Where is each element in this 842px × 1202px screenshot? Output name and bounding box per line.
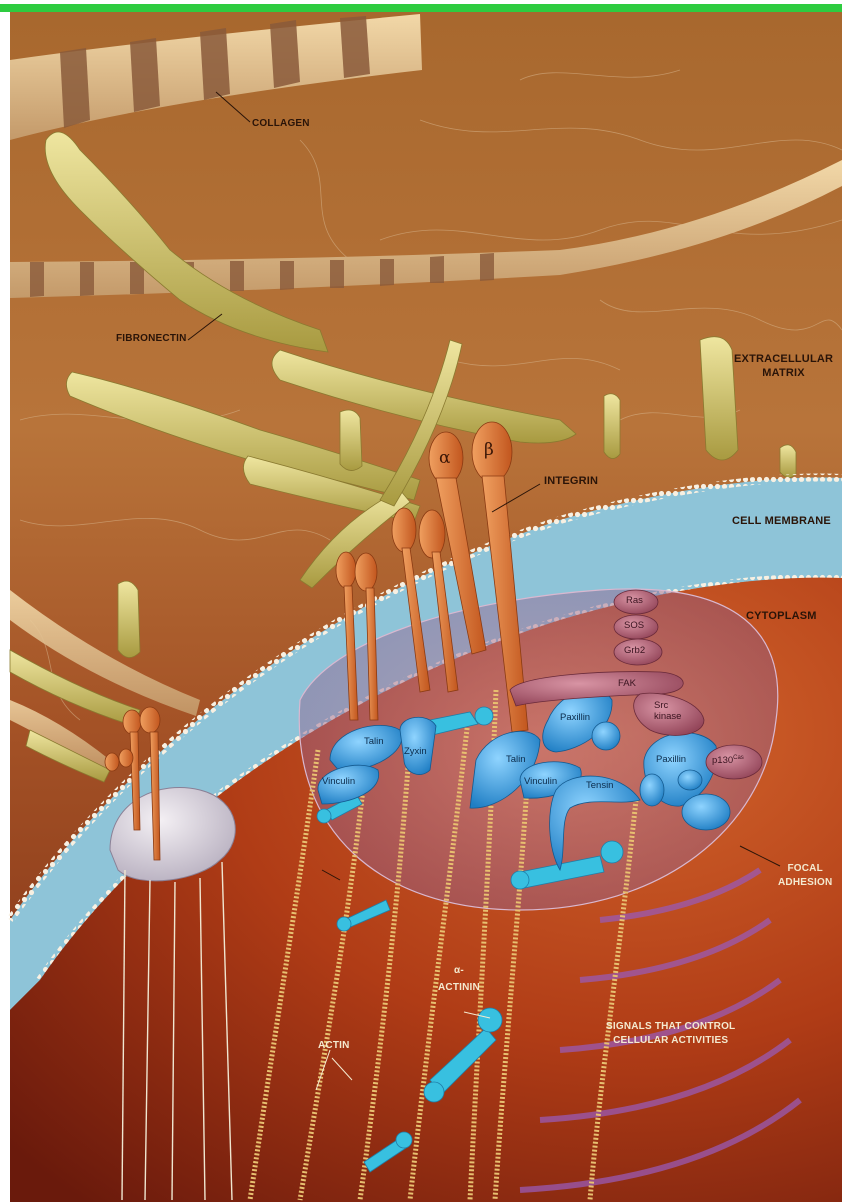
protein-sos: SOS xyxy=(624,620,644,631)
label-collagen: COLLAGEN xyxy=(252,118,310,129)
label-fibronectin: FIBRONECTIN xyxy=(116,333,187,344)
label-extracellular-matrix: EXTRACELLULAR MATRIX xyxy=(734,352,833,380)
label-focal-adhesion: FOCAL ADHESION xyxy=(778,862,832,890)
protein-ras: Ras xyxy=(626,595,643,606)
label-cytoplasm: CYTOPLASM xyxy=(746,610,817,622)
protein-grb2: Grb2 xyxy=(624,645,645,656)
integrin-alpha-symbol: α xyxy=(439,448,450,468)
label-integrin: INTEGRIN xyxy=(544,475,598,487)
protein-fak: FAK xyxy=(618,678,636,689)
label-cell-membrane: CELL MEMBRANE xyxy=(732,515,831,527)
p130-text: p130 xyxy=(712,755,733,766)
label-signals: SIGNALS THAT CONTROL CELLULAR ACTIVITIES xyxy=(606,1020,735,1048)
protein-p130cas: p130Cas xyxy=(712,755,744,766)
integrin-beta-symbol: β xyxy=(484,440,494,460)
protein-paxillin-right: Paxillin xyxy=(656,754,686,765)
label-actin: ACTIN xyxy=(318,1040,350,1051)
protein-zyxin: Zyxin xyxy=(404,746,427,757)
protein-vinculin-mid: Vinculin xyxy=(524,776,557,787)
protein-tensin: Tensin xyxy=(586,780,613,791)
protein-paxillin-top: Paxillin xyxy=(560,712,590,723)
protein-talin-mid: Talin xyxy=(506,754,526,765)
protein-src-kinase: Src kinase xyxy=(654,700,681,722)
label-alpha-actinin: α- ACTININ xyxy=(438,962,480,996)
protein-vinculin-left: Vinculin xyxy=(322,776,355,787)
p130-superscript: Cas xyxy=(733,755,744,761)
protein-talin-left: Talin xyxy=(364,736,384,747)
